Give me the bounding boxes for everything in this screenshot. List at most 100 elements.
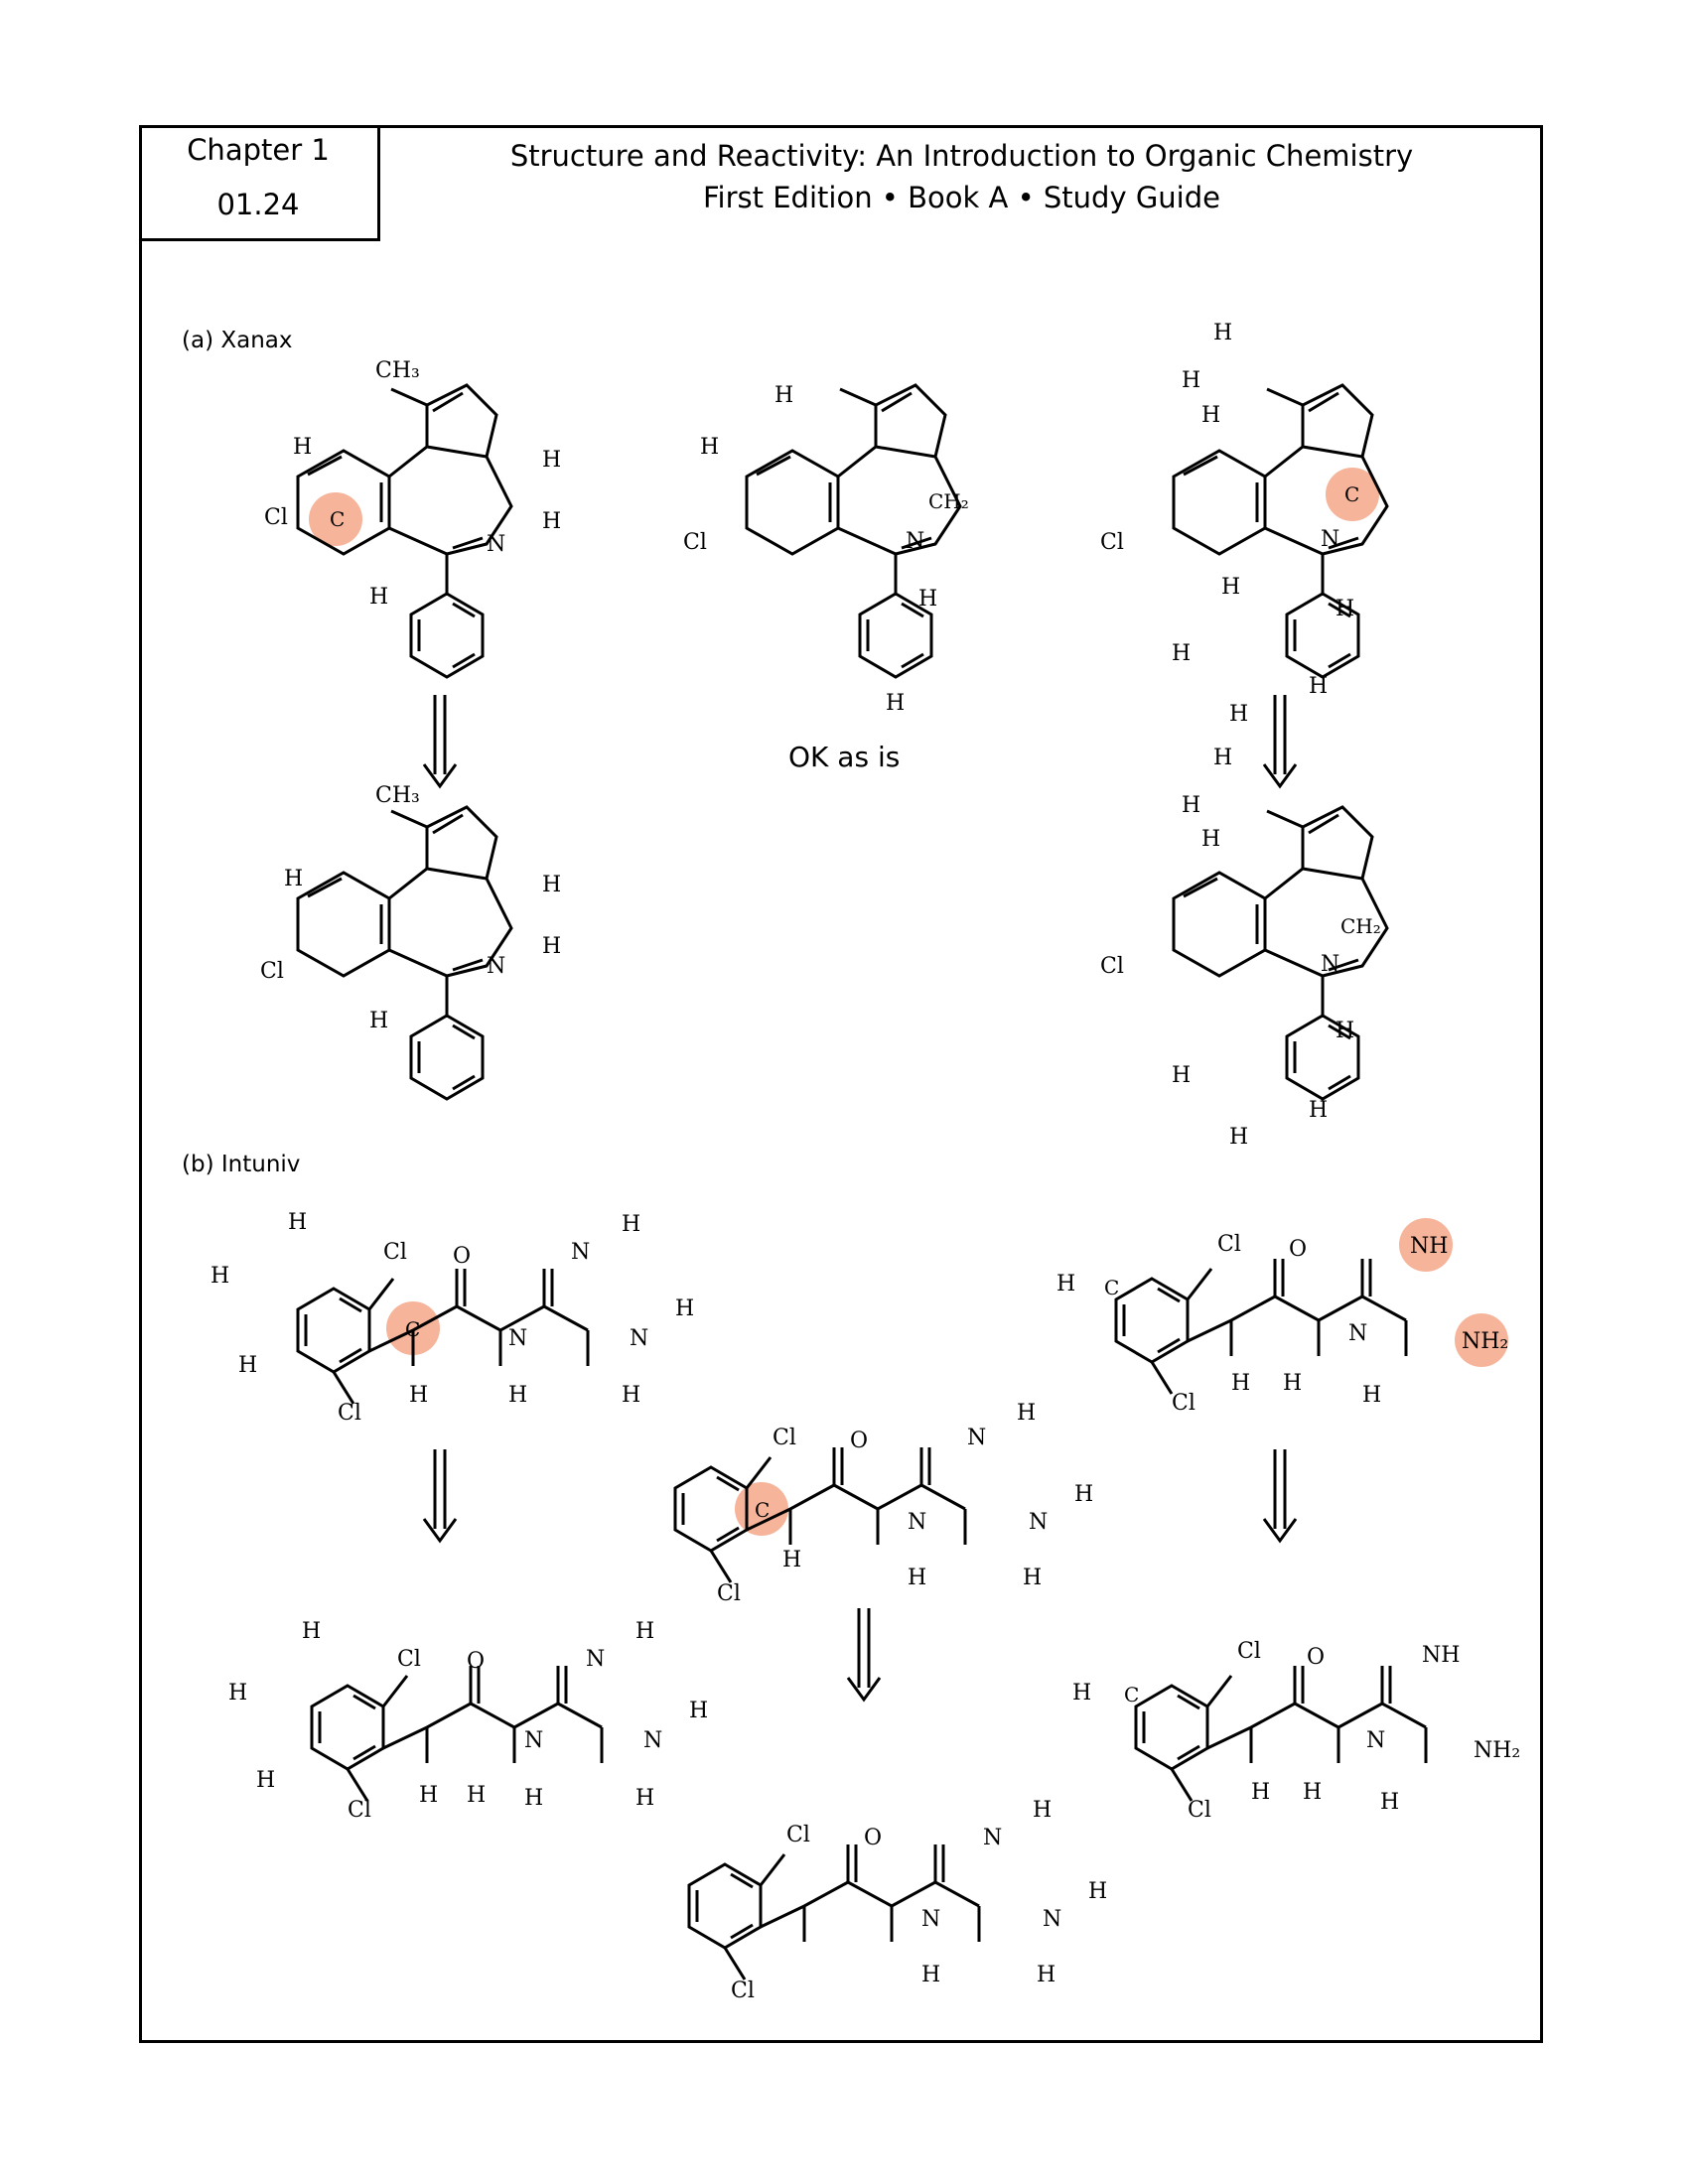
atom-label: H — [542, 448, 561, 473]
chapter-label: Chapter 1 — [187, 133, 330, 167]
atom-label: H — [918, 587, 937, 612]
atom-label: O — [1307, 1645, 1325, 1670]
atom-label: H — [774, 383, 793, 408]
atom-label: N — [524, 1728, 543, 1753]
atom-label: C — [755, 1498, 770, 1522]
atom-label: H — [238, 1353, 257, 1378]
atom-label: N — [643, 1728, 662, 1753]
atom-label: H — [1213, 321, 1232, 345]
atom-label: H — [1221, 575, 1240, 600]
atom-label: H — [1017, 1401, 1036, 1426]
atom-label: Cl — [338, 1401, 361, 1426]
intuniv-structure-3: H C Cl Cl O N NH NH₂ H H H — [1056, 1218, 1508, 1416]
atom-label: Cl — [348, 1798, 371, 1823]
intuniv-structure-2: C Cl Cl O N N H N H H H H — [675, 1401, 1093, 1606]
atom-label: O — [864, 1826, 882, 1850]
atom-label: Cl — [717, 1581, 741, 1606]
atom-label: N — [921, 1907, 940, 1932]
ok-note: OK as is — [788, 741, 901, 773]
chapter-box: Chapter 1 01.24 — [139, 125, 380, 241]
atom-label: H — [1251, 1780, 1270, 1805]
atom-label: H — [524, 1786, 543, 1811]
arrow-down — [1262, 1447, 1298, 1543]
highlight-marker — [386, 1301, 440, 1355]
atom-label: H — [635, 1786, 654, 1811]
highlight-marker — [1399, 1218, 1453, 1272]
atom-label: NH — [1422, 1643, 1460, 1668]
atom-label: H — [288, 1210, 307, 1235]
atom-label: N — [487, 532, 505, 557]
atom-label: Cl — [397, 1647, 421, 1672]
intuniv-structure-2-corrected: Cl Cl O N N H N H H H — [689, 1798, 1107, 2003]
atom-label: H — [1380, 1790, 1399, 1815]
atom-label: H — [886, 691, 905, 716]
atom-label: H — [256, 1768, 275, 1793]
atom-label: Cl — [260, 959, 284, 984]
atom-label: H — [908, 1566, 926, 1590]
atom-label: H — [369, 1009, 388, 1033]
atom-label: H — [1229, 1125, 1248, 1150]
atom-label: H — [542, 873, 561, 897]
xanax-structure-1: CH₃ H Cl C N H H H — [264, 358, 561, 677]
atom-label: Cl — [1217, 1232, 1241, 1257]
atom-label: Cl — [731, 1979, 755, 2003]
atom-label: O — [1289, 1237, 1307, 1262]
atom-label: H — [1283, 1371, 1302, 1396]
atom-label: C — [1124, 1683, 1139, 1706]
book-header: Structure and Reactivity: An Introductio… — [380, 135, 1543, 218]
atom-label: N — [487, 954, 505, 979]
atom-label: H — [1074, 1482, 1093, 1507]
atom-label: H — [622, 1383, 640, 1408]
problem-number: 01.24 — [216, 188, 300, 221]
atom-label: N — [1029, 1510, 1048, 1535]
atom-label: N — [1321, 952, 1339, 977]
atom-label: H — [1056, 1272, 1075, 1297]
atom-label: H — [419, 1783, 438, 1808]
intuniv-structure-1-corrected: H H H Cl Cl O N N H N H H H H H — [228, 1619, 708, 1823]
atom-label: Cl — [264, 505, 288, 530]
atom-label: H — [1033, 1798, 1052, 1823]
atom-label: H — [542, 509, 561, 534]
atom-label: H — [1182, 368, 1200, 393]
atom-label: H — [228, 1681, 247, 1706]
atom-label: N — [571, 1240, 590, 1265]
atom-label: H — [369, 585, 388, 610]
arrow-down — [422, 1447, 458, 1543]
atom-label: H — [1172, 641, 1191, 666]
atom-label: H — [1213, 746, 1232, 770]
atom-label: N — [508, 1326, 527, 1351]
atom-label: H — [508, 1383, 527, 1408]
arrow-down — [846, 1606, 882, 1702]
atom-label: N — [908, 1510, 926, 1535]
atom-label: H — [467, 1783, 486, 1808]
atom-label: H — [1023, 1566, 1042, 1590]
atom-label: Cl — [683, 530, 707, 555]
atom-label: NH₂ — [1462, 1329, 1508, 1354]
atom-label: O — [850, 1429, 868, 1453]
atom-label: NH₂ — [1474, 1738, 1520, 1763]
atom-label: H — [622, 1212, 640, 1237]
atom-label: H — [293, 435, 312, 460]
atom-label: H — [1303, 1780, 1322, 1805]
page-frame — [139, 125, 1543, 2043]
atom-label: H — [1172, 1063, 1191, 1088]
highlight-marker — [1326, 468, 1379, 521]
atom-label: CH₃ — [375, 783, 420, 808]
atom-label: C — [1104, 1276, 1119, 1299]
atom-label: H — [700, 435, 719, 460]
atom-label: H — [1229, 702, 1248, 727]
atom-label: N — [967, 1426, 986, 1450]
book-title: Structure and Reactivity: An Introductio… — [509, 139, 1414, 173]
atom-label: H — [675, 1297, 694, 1321]
atom-label: H — [1336, 1019, 1354, 1043]
atom-label: CH₂ — [1340, 914, 1381, 938]
atom-label: H — [921, 1963, 940, 1987]
intuniv-structure-1: C H H H Cl Cl O N N H N H H H H — [211, 1210, 694, 1426]
xanax-structure-2: H H Cl CH₂ N H H — [683, 383, 969, 716]
atom-label: CH₃ — [375, 358, 420, 383]
atom-label: CH₂ — [928, 489, 969, 513]
arrow-down — [422, 693, 458, 788]
atom-label: H — [782, 1548, 801, 1572]
atom-label: C — [405, 1317, 420, 1341]
atom-label: Cl — [1172, 1391, 1196, 1416]
